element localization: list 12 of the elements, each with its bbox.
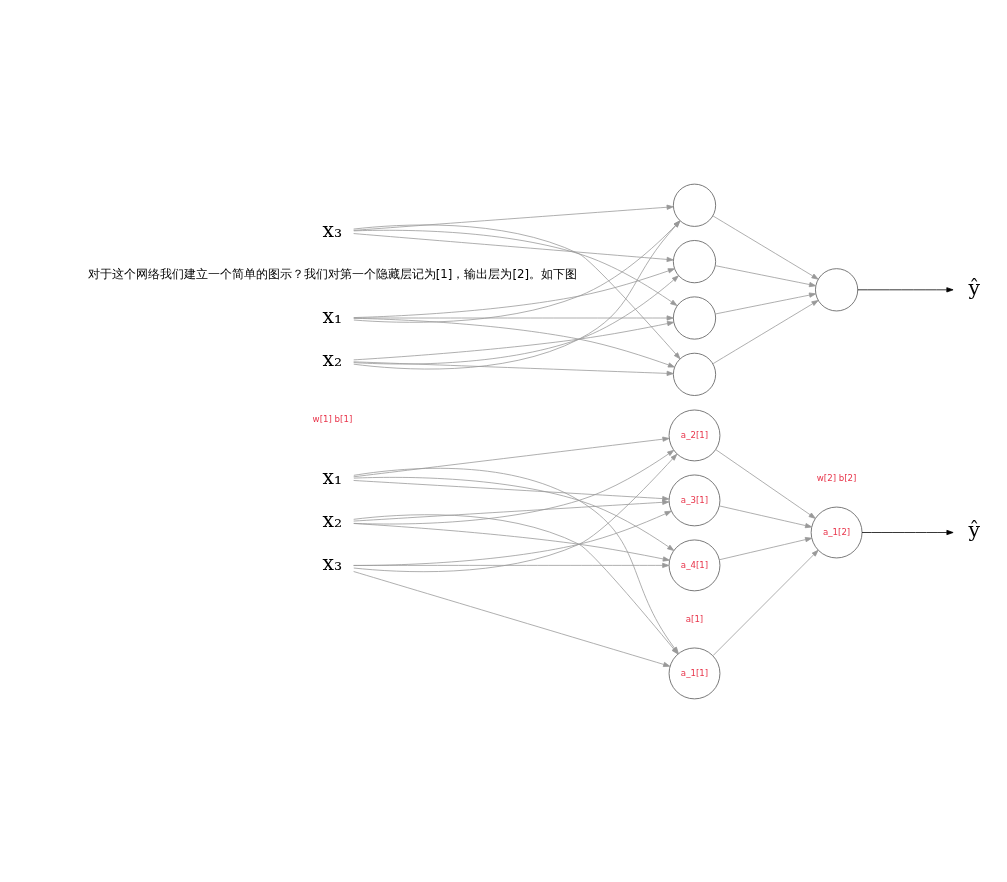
node-text: x₁ [322, 464, 342, 489]
label: a[1] [685, 613, 703, 624]
label: w[2] b[2] [816, 472, 856, 483]
label: w[1] b[1] [312, 413, 352, 424]
node-text: x₃ [322, 550, 342, 575]
node-text: x₂ [322, 507, 342, 532]
node-text: ŷ [968, 517, 980, 542]
label: 对于这个网络我们建立一个简单的图示？我们对第一个隐藏层记为[1]，输出层为[2]。如下图 [87, 266, 577, 281]
node-text: x₁ [322, 303, 342, 328]
node-text: x₃ [322, 217, 342, 242]
node-text: ŷ [968, 275, 980, 300]
node-text: x₂ [322, 346, 342, 371]
